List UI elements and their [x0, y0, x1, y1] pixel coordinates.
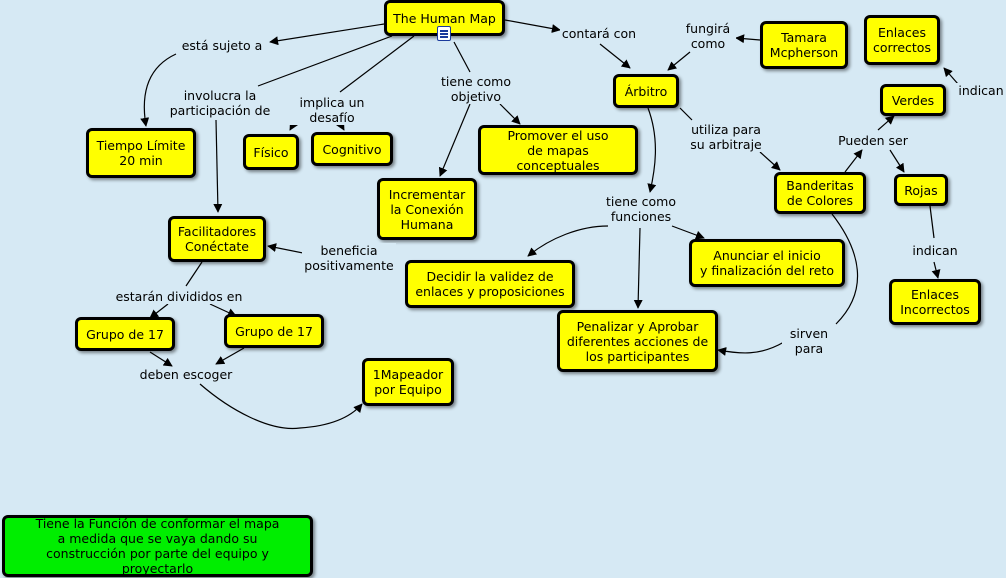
node-fisico[interactable]: Físico [243, 134, 299, 170]
link-indican-correctos[interactable]: indican [956, 83, 1006, 98]
link-sirven[interactable]: sirven para [782, 326, 836, 356]
node-decidir[interactable]: Decidir la validez de enlaces y proposic… [405, 260, 575, 308]
node-verdes[interactable]: Verdes [880, 84, 946, 116]
node-grupo-1[interactable]: Grupo de 17 [75, 317, 175, 351]
node-enlaces-incorrectos[interactable]: Enlaces Incorrectos [889, 279, 981, 325]
node-grupo-2[interactable]: Grupo de 17 [224, 314, 324, 348]
node-arbitro[interactable]: Árbitro [613, 74, 679, 108]
node-banderitas[interactable]: Banderitas de Colores [774, 172, 866, 214]
node-cognitivo[interactable]: Cognitivo [311, 132, 393, 166]
node-tamara[interactable]: Tamara Mcpherson [760, 21, 848, 69]
node-enlaces-correctos[interactable]: Enlaces correctos [864, 15, 940, 65]
node-rojas[interactable]: Rojas [894, 174, 948, 206]
link-tiene-objetivo[interactable]: tiene como objetivo [440, 74, 512, 104]
link-utiliza[interactable]: utiliza para su arbitraje [688, 122, 764, 152]
node-tiempo-limite[interactable]: Tiempo Límite 20 min [86, 128, 196, 178]
link-involucra[interactable]: involucra la participación de [168, 88, 272, 118]
link-escoger[interactable]: deben escoger [138, 367, 234, 382]
link-contara[interactable]: contará con [560, 26, 638, 41]
node-promover[interactable]: Promover el uso de mapas conceptuales [478, 125, 638, 175]
link-beneficia[interactable]: beneficia positivamente [302, 243, 396, 273]
link-esta-sujeto[interactable]: está sujeto a [176, 38, 268, 53]
link-indican-incorrectos[interactable]: indican [910, 243, 960, 258]
node-funcion-note[interactable]: Tiene la Función de conformar el mapa a … [2, 515, 313, 577]
link-implica[interactable]: implica un desafío [274, 95, 390, 125]
node-penalizar[interactable]: Penalizar y Aprobar diferentes acciones … [557, 310, 718, 372]
document-icon[interactable] [437, 26, 451, 41]
link-divididos[interactable]: estarán divididos en [114, 289, 244, 304]
link-pueden-ser[interactable]: Pueden ser [834, 133, 912, 148]
node-facilitadores[interactable]: Facilitadores Conéctate [168, 216, 266, 262]
node-mapeador[interactable]: 1Mapeador por Equipo [362, 358, 454, 406]
node-incrementar[interactable]: Incrementar la Conexión Humana [377, 178, 477, 240]
link-tiene-funciones[interactable]: tiene como funciones [602, 194, 680, 224]
link-fungira[interactable]: fungirá como [680, 21, 736, 51]
node-anunciar[interactable]: Anunciar el inicio y finalización del re… [689, 239, 845, 287]
